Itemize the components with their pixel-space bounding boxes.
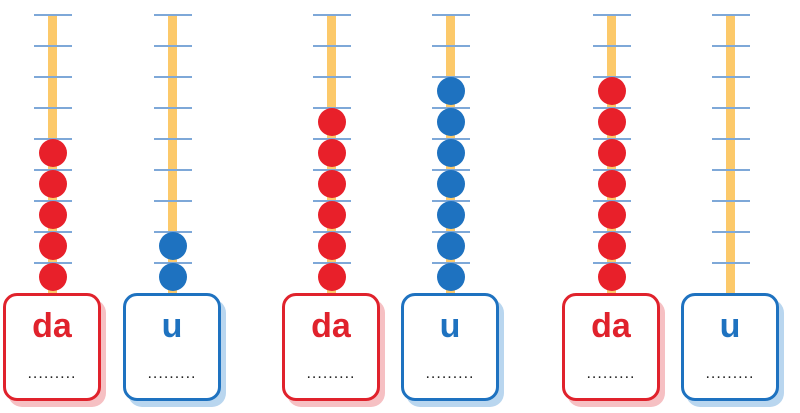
rod-tick — [712, 45, 750, 47]
units-bead — [437, 201, 465, 229]
tens-bead — [39, 170, 67, 198]
rod-tick — [313, 45, 351, 47]
tens-bead — [598, 108, 626, 136]
answer-blank[interactable]: ......... — [306, 365, 356, 382]
rod-tick — [34, 76, 72, 78]
tens-bead — [318, 201, 346, 229]
rod-tick — [313, 76, 351, 78]
rod-tick — [593, 45, 631, 47]
rod-tick — [313, 14, 351, 16]
tens-bead — [598, 170, 626, 198]
rod — [726, 14, 735, 296]
tens-bead — [39, 263, 67, 291]
place-label: da — [591, 307, 631, 345]
rod-tick — [34, 14, 72, 16]
tens-bead — [318, 170, 346, 198]
answer-blank[interactable]: ......... — [425, 365, 475, 382]
tens-bead — [598, 201, 626, 229]
tens-bead — [598, 232, 626, 260]
place-label: da — [311, 307, 351, 345]
rod — [168, 14, 177, 296]
rod-tick — [154, 76, 192, 78]
abacus-u-3: u ......... — [678, 0, 790, 413]
rod-tick — [154, 107, 192, 109]
units-bead — [437, 232, 465, 260]
answer-blank[interactable]: ......... — [27, 365, 77, 382]
abacus-da-2: da ......... — [279, 0, 391, 413]
abacus-u-1: u ......... — [120, 0, 232, 413]
units-bead — [437, 77, 465, 105]
answer-blank[interactable]: ......... — [147, 365, 197, 382]
rod-tick — [34, 107, 72, 109]
tens-bead — [39, 201, 67, 229]
rod-tick — [712, 231, 750, 233]
rod-tick — [154, 200, 192, 202]
rod-tick — [154, 138, 192, 140]
answer-blank[interactable]: ......... — [705, 365, 755, 382]
answer-blank[interactable]: ......... — [586, 365, 636, 382]
rod-tick — [712, 14, 750, 16]
answer-box-u[interactable]: u ......... — [123, 293, 221, 401]
tens-bead — [598, 77, 626, 105]
answer-box-u[interactable]: u ......... — [401, 293, 499, 401]
rod-tick — [432, 14, 470, 16]
abacus-da-1: da ......... — [0, 0, 112, 413]
rod-tick — [154, 14, 192, 16]
place-label: u — [719, 307, 741, 345]
rod-tick — [154, 45, 192, 47]
tens-bead — [598, 263, 626, 291]
rod-tick — [712, 262, 750, 264]
rod-tick — [712, 169, 750, 171]
units-bead — [159, 263, 187, 291]
rod-tick — [34, 45, 72, 47]
tens-bead — [318, 108, 346, 136]
units-bead — [437, 263, 465, 291]
rod-tick — [432, 45, 470, 47]
abacus-u-2: u ......... — [398, 0, 510, 413]
rod-tick — [154, 169, 192, 171]
units-bead — [437, 170, 465, 198]
units-bead — [159, 232, 187, 260]
rod-tick — [712, 200, 750, 202]
rod-tick — [712, 138, 750, 140]
tens-bead — [318, 232, 346, 260]
rod-tick — [712, 76, 750, 78]
rod-tick — [712, 107, 750, 109]
rod-tick — [593, 14, 631, 16]
place-label: u — [439, 307, 461, 345]
answer-box-u[interactable]: u ......... — [681, 293, 779, 401]
tens-bead — [598, 139, 626, 167]
answer-box-da[interactable]: da ......... — [3, 293, 101, 401]
tens-bead — [318, 263, 346, 291]
place-label: u — [161, 307, 183, 345]
tens-bead — [318, 139, 346, 167]
tens-bead — [39, 139, 67, 167]
units-bead — [437, 139, 465, 167]
units-bead — [437, 108, 465, 136]
answer-box-da[interactable]: da ......... — [562, 293, 660, 401]
tens-bead — [39, 232, 67, 260]
answer-box-da[interactable]: da ......... — [282, 293, 380, 401]
place-label: da — [32, 307, 72, 345]
abacus-da-3: da ......... — [559, 0, 671, 413]
